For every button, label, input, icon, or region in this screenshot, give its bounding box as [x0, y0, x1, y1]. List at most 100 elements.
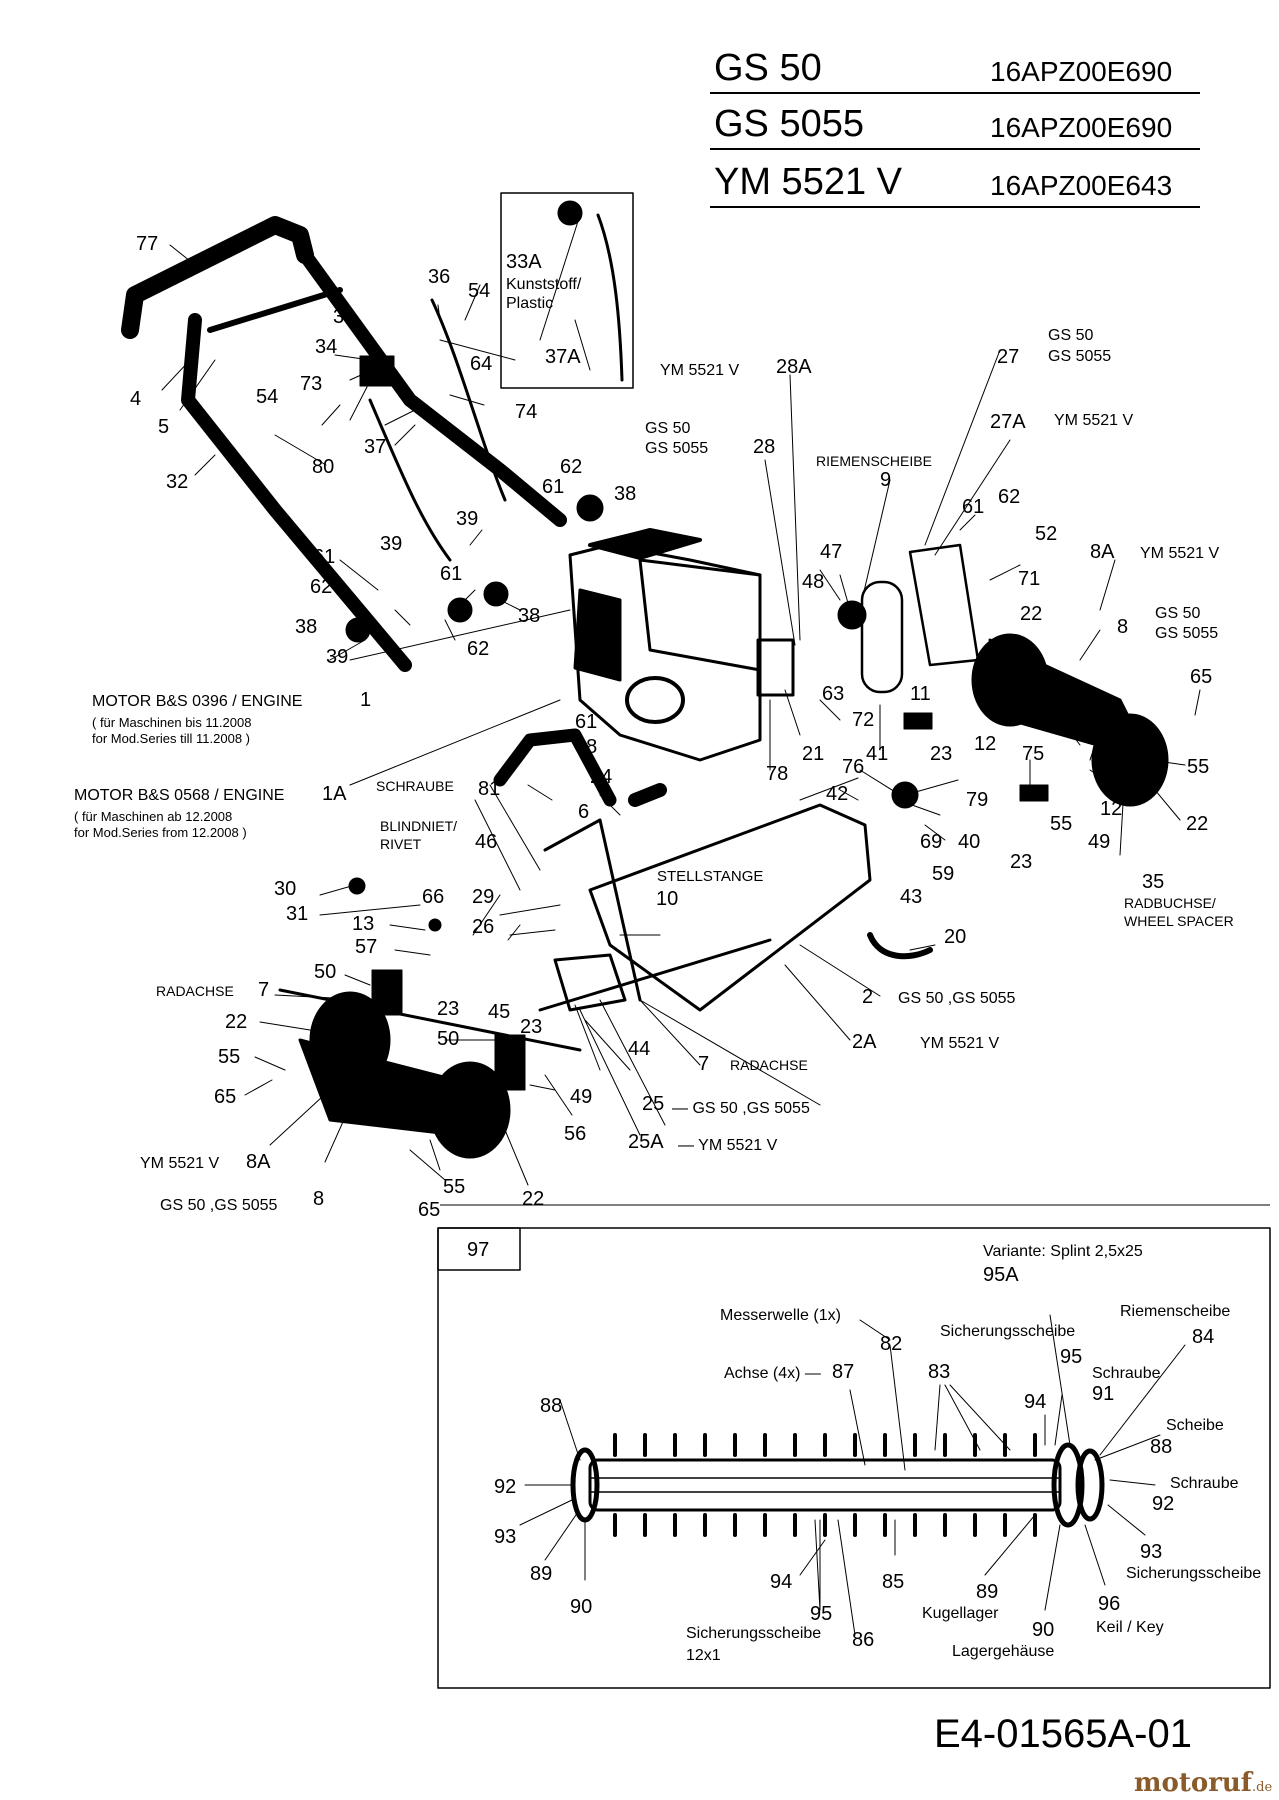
engine-air-filter [573, 588, 622, 682]
pulley-9 [837, 600, 867, 630]
part-label: 62 [467, 638, 489, 660]
switch-knob-33a [557, 200, 583, 226]
part-label: 27A [990, 411, 1026, 433]
handle-rail-right [298, 248, 567, 527]
part-label: 25 [642, 1093, 664, 1115]
shaft-end-left [570, 1447, 600, 1523]
part-label: 90 [570, 1596, 592, 1618]
part-label: 88 [540, 1395, 562, 1417]
model-code: 16APZ00E690 [990, 112, 1173, 143]
part-label: 34 [315, 336, 337, 358]
variant-label: GS 50 ,GS 5055 [160, 1197, 278, 1214]
part-label: 38 [295, 616, 317, 638]
part-label: 57 [355, 936, 377, 958]
part-label: 33 [333, 306, 355, 328]
part-text: Kugellager [922, 1605, 999, 1622]
part-label: 55 [1050, 813, 1072, 835]
part-label: 5 [158, 416, 169, 438]
part-label: 20 [944, 926, 966, 948]
variant-label: GS 50 [1155, 605, 1200, 622]
spring-23a [903, 712, 933, 730]
part-text: WHEEL SPACER [1124, 913, 1234, 929]
variant-label: GS 5055 [1155, 625, 1218, 642]
part-label: 22 [1186, 813, 1208, 835]
adjust-lever-10 [543, 818, 642, 1002]
part-text: SCHRAUBE [376, 778, 454, 794]
part-label: 23 [930, 743, 952, 765]
part-label: 39 [326, 646, 348, 668]
variant-label: GS 50 [1048, 327, 1093, 344]
part-label: 40 [958, 831, 980, 853]
part-label: 65 [1190, 666, 1212, 688]
part-label: 47 [820, 541, 842, 563]
part-label: 63 [822, 683, 844, 705]
part-label: 37A [545, 346, 581, 368]
part-label: 1 [360, 689, 371, 711]
part-text: RADACHSE [730, 1057, 808, 1073]
part-text: Keil / Key [1096, 1619, 1164, 1636]
part-text: Sicherungsscheibe [1126, 1565, 1261, 1582]
part-label: 54 [468, 280, 490, 302]
wheel-22-left-rear [429, 1061, 511, 1159]
part-text: RADBUCHSE/ [1124, 895, 1216, 911]
handle-rail-left [181, 313, 412, 672]
deck-handle-tube [493, 728, 617, 807]
part-label: 28A [776, 356, 812, 378]
front-bracket-25 [553, 953, 627, 1012]
document-code: E4-01565A-01 [934, 1712, 1192, 1756]
blade-shaft-body [588, 1458, 1062, 1512]
engine-label: MOTOR B&S 0568 / ENGINE [74, 787, 284, 804]
engine-note: ( für Maschinen bis 11.2008 [92, 715, 251, 730]
part-label: 79 [966, 789, 988, 811]
part-text: Sicherungsscheibe [940, 1323, 1075, 1340]
axle-7-front [538, 938, 772, 1012]
part-label: 71 [1018, 568, 1040, 590]
part-label: 52 [1035, 523, 1057, 545]
part-label: 23 [520, 1016, 542, 1038]
variant-label: YM 5521 V [660, 362, 739, 379]
part-text: Schraube [1092, 1365, 1161, 1382]
part-label: 78 [766, 763, 788, 785]
model-code: 16APZ00E643 [990, 170, 1173, 201]
part-label: 7 [698, 1053, 709, 1075]
part-drawings [121, 192, 1271, 1689]
watermark-main: motoruf [1134, 1768, 1252, 1798]
part-label: 65 [214, 1086, 236, 1108]
part-label: 97 [467, 1239, 489, 1261]
part-label: 62 [998, 486, 1020, 508]
part-text: Kunststoff/ [506, 276, 582, 293]
inset-box-97 [437, 1227, 1271, 1689]
part-label: 38 [614, 483, 636, 505]
part-text: Messerwelle (1x) [720, 1307, 841, 1324]
variant-label: YM 5521 V [140, 1155, 219, 1172]
belt-11 [860, 580, 904, 694]
part-label: 8A [246, 1151, 271, 1173]
part-label: 23 [1010, 851, 1032, 873]
shaft-pulley-right [1075, 1448, 1105, 1522]
part-label: 45 [488, 1001, 510, 1023]
part-label: 2 [862, 986, 873, 1008]
part-label: 48 [802, 571, 824, 593]
part-label: 74 [515, 401, 537, 423]
part-text: Lagergehäuse [952, 1643, 1054, 1660]
part-label: 8 [313, 1188, 324, 1210]
part-label: 59 [932, 863, 954, 885]
control-cable-37 [368, 398, 452, 562]
part-label: 39 [456, 508, 478, 530]
engine-note: for Mod.Series till 11.2008 ) [92, 731, 250, 746]
part-label: 6 [578, 801, 589, 823]
model-row-ym5521v: YM 5521 V 16APZ00E643 [710, 161, 1200, 208]
engine-fuel-tank [638, 558, 762, 672]
variant-label: YM 5521 V [1054, 412, 1133, 429]
part-label: 72 [852, 709, 874, 731]
engine-muffler [588, 528, 702, 560]
handle-crossbar [207, 287, 343, 333]
part-text: RIVET [380, 836, 422, 852]
part-text: Achse (4x) — [724, 1365, 821, 1382]
part-label: 38 [518, 605, 540, 627]
variant-label: GS 50 ,GS 5055 [898, 990, 1016, 1007]
nut-66 [428, 918, 442, 932]
knob-38-mid [447, 597, 473, 623]
bracket-50-left [371, 969, 403, 1016]
